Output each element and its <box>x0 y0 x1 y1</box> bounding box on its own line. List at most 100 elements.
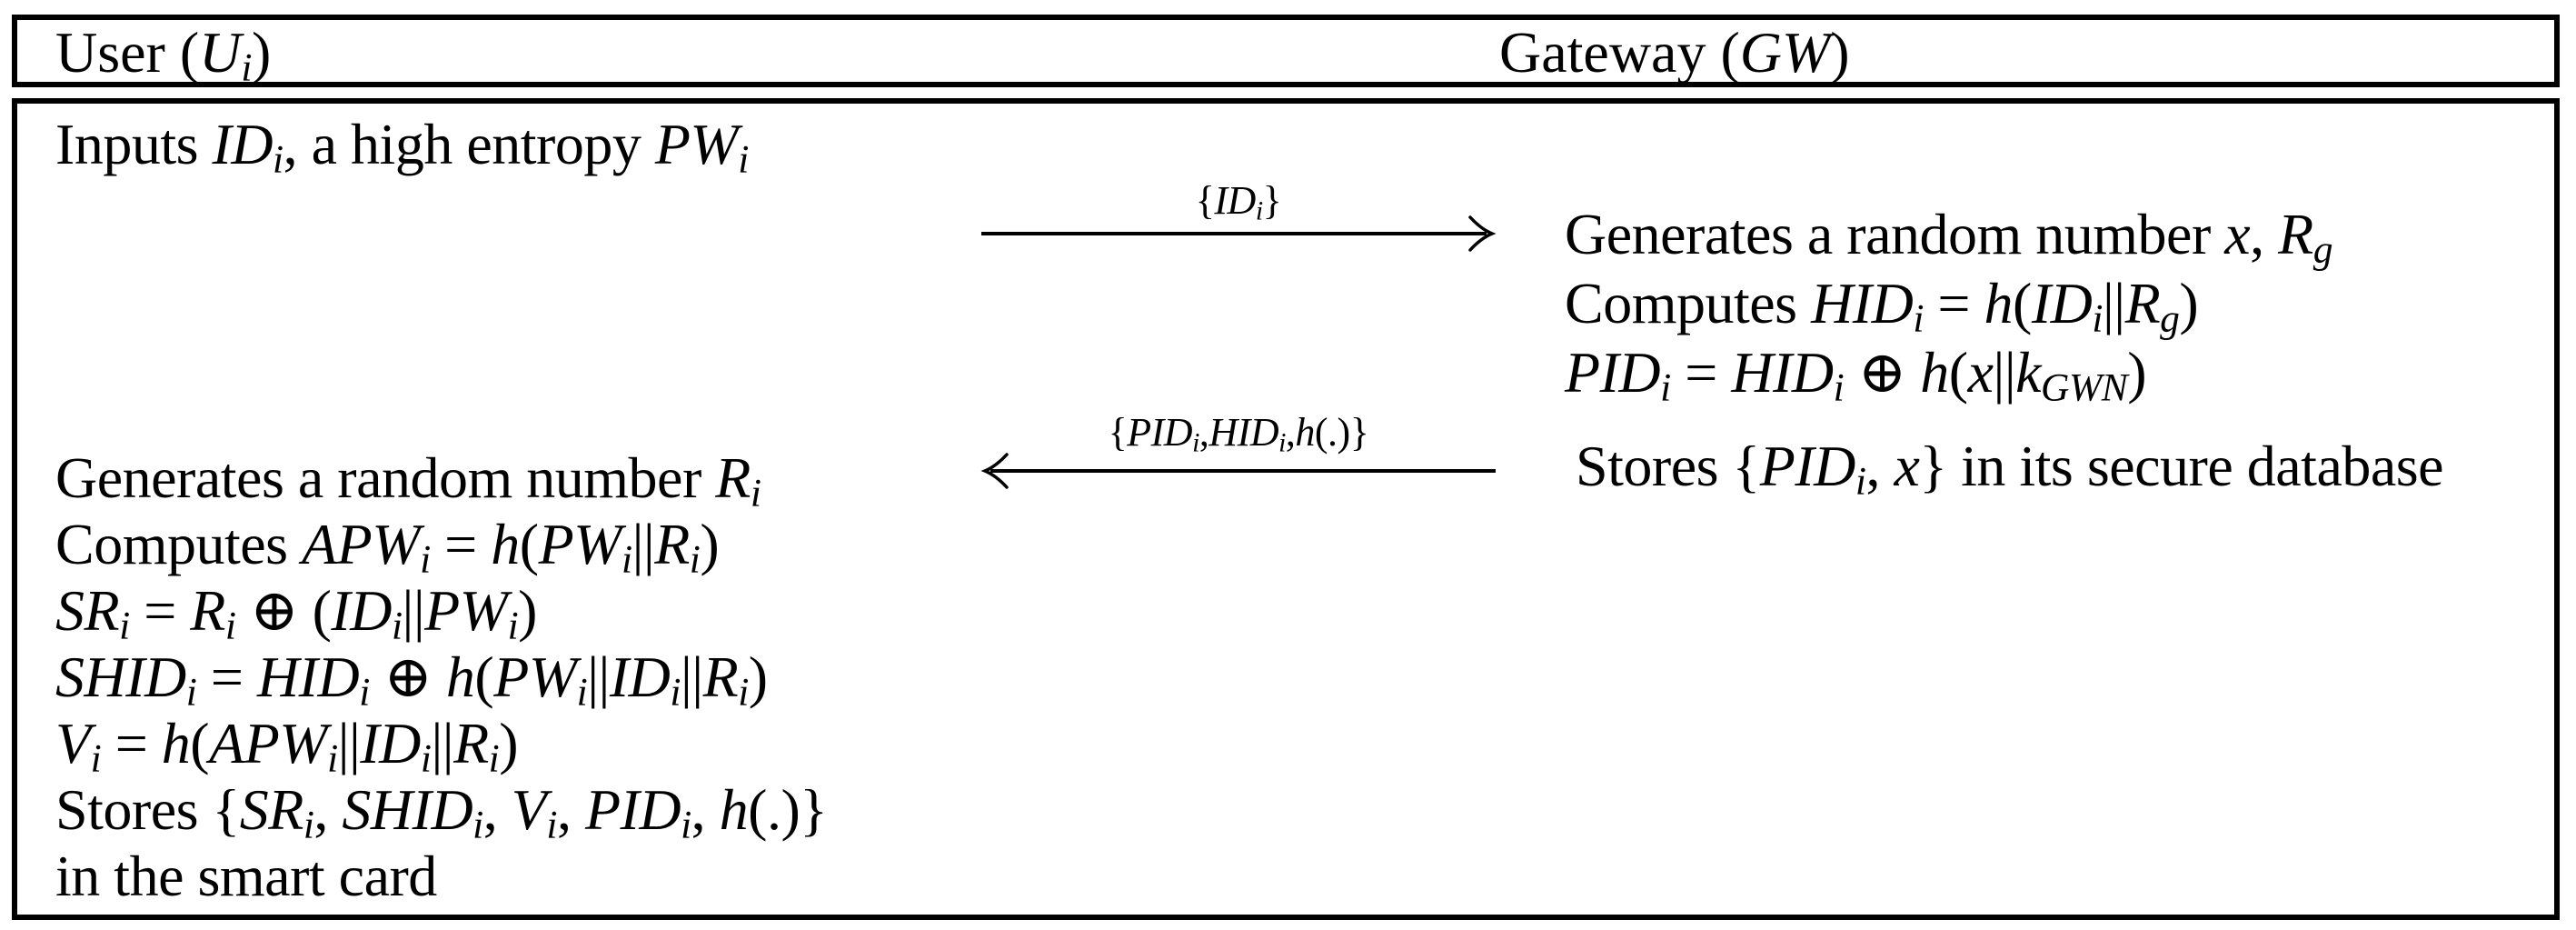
math-segment: ( <box>190 711 210 775</box>
math-segment: ) <box>251 20 272 85</box>
message-1-arrow-right-icon <box>981 215 1497 252</box>
math-segment: in the smart card <box>55 844 437 908</box>
math-segment: ID <box>212 112 274 176</box>
math-segment: PID <box>1127 410 1193 455</box>
math-segment: ( <box>2013 271 2032 335</box>
math-segment: i <box>738 137 749 182</box>
math-segment: SHID <box>342 777 473 842</box>
math-segment: = <box>101 711 162 775</box>
math-segment: } in its secure database <box>1919 434 2444 498</box>
math-segment: Computes <box>1565 271 1812 335</box>
math-segment: i <box>273 137 283 182</box>
math-segment: PW <box>538 512 622 576</box>
math-segment: PW <box>654 112 739 176</box>
math-segment: i <box>327 736 338 781</box>
math-segment: i <box>738 670 749 715</box>
math-segment: h <box>161 711 191 775</box>
math-segment: h <box>1295 410 1315 455</box>
math-segment: i <box>119 604 130 648</box>
math-segment: = <box>129 578 191 643</box>
math-segment: Stores { <box>55 777 240 842</box>
math-segment: || <box>337 711 361 775</box>
math-segment: = <box>430 512 492 576</box>
gateway-step-store-database: Stores {PIDi, x} in its secure database <box>1576 433 2444 515</box>
math-segment: i <box>391 604 403 648</box>
math-segment: Generates a random number <box>1565 202 2225 266</box>
math-segment: = <box>196 645 257 709</box>
math-line: SHIDi = HIDi ⊕ h(PWi||IDi||Ri) <box>55 644 828 715</box>
math-segment: g <box>2160 296 2180 341</box>
math-segment: i <box>1192 427 1199 458</box>
math-segment: i <box>621 537 632 582</box>
math-segment: HID <box>1208 410 1279 455</box>
math-segment: i <box>1855 459 1866 504</box>
math-segment: HID <box>1811 271 1914 335</box>
math-segment: x <box>1967 340 1994 405</box>
math-segment: || <box>632 512 655 576</box>
math-segment: i <box>750 471 761 515</box>
math-segment: k <box>2015 340 2042 405</box>
math-segment: V <box>55 711 91 775</box>
math-segment: SR <box>55 578 120 643</box>
math-segment: h <box>719 777 749 842</box>
math-segment: R <box>654 512 690 576</box>
math-segment: ) <box>518 578 537 643</box>
math-segment: ( <box>1948 340 1968 405</box>
math-segment: i <box>90 736 102 781</box>
math-segment: , <box>1865 434 1895 498</box>
math-segment: HID <box>1731 340 1834 405</box>
math-segment: , <box>482 777 512 842</box>
table-body: Inputs IDi, a high entropy PWi {IDi} Gen… <box>12 98 2560 920</box>
math-segment: ⊕ <box>369 645 446 709</box>
math-segment: Inputs <box>55 112 213 176</box>
math-segment: R <box>2278 202 2313 266</box>
math-segment: h <box>445 645 475 709</box>
math-segment: U <box>199 20 242 85</box>
math-segment: i <box>1913 296 1924 341</box>
math-segment: i <box>2092 296 2103 341</box>
math-segment: x <box>1894 434 1920 498</box>
math-segment: V <box>511 777 547 842</box>
math-segment: GWN <box>2041 365 2128 410</box>
math-segment: ID <box>2031 271 2093 335</box>
math-segment: i <box>472 803 483 847</box>
math-segment: || <box>680 645 703 709</box>
math-segment: R <box>715 445 751 510</box>
math-segment: PID <box>1759 434 1856 498</box>
math-segment: ( <box>474 645 494 709</box>
math-segment: ) <box>1830 20 1850 85</box>
math-segment: ) <box>2179 271 2199 335</box>
math-segment: i <box>241 45 252 90</box>
math-line: in the smart card <box>55 843 828 909</box>
math-segment: ) <box>2127 340 2147 405</box>
math-segment: R <box>702 645 739 709</box>
math-segment: h <box>491 512 520 576</box>
math-segment: i <box>185 670 197 715</box>
math-segment: || <box>1993 340 2016 405</box>
math-segment: (.)} <box>1314 410 1369 455</box>
math-segment: i <box>420 537 431 582</box>
math-segment: { <box>1195 178 1215 223</box>
math-segment: , <box>2250 202 2279 266</box>
math-segment: || <box>402 578 425 643</box>
math-segment: i <box>488 736 500 781</box>
math-segment: Generates a random number <box>55 445 716 510</box>
math-line: SRi = Ri ⊕ (IDi||PWi) <box>55 577 828 648</box>
math-line: Stores {SRi, SHIDi, Vi, PIDi, h(.)} <box>55 776 828 847</box>
math-segment: , <box>313 777 343 842</box>
math-segment: i <box>303 803 314 847</box>
math-segment: g <box>2312 227 2333 272</box>
message-2-label: {PIDi,HIDi,h(.)} <box>980 409 1497 467</box>
math-segment: i <box>670 670 681 715</box>
math-segment: ⊕ <box>1844 340 1921 405</box>
math-line: Computes APWi = h(PWi||Ri) <box>55 511 828 582</box>
math-segment: ) <box>748 645 768 709</box>
math-segment: i <box>1660 365 1671 410</box>
math-segment: ) <box>499 711 519 775</box>
math-segment: SHID <box>55 645 186 709</box>
math-line: Computes HIDi = h(IDi||Rg) <box>1565 269 2332 341</box>
math-segment: ) <box>700 512 720 576</box>
column-header-gateway: Gateway (GW) <box>1499 24 1850 82</box>
